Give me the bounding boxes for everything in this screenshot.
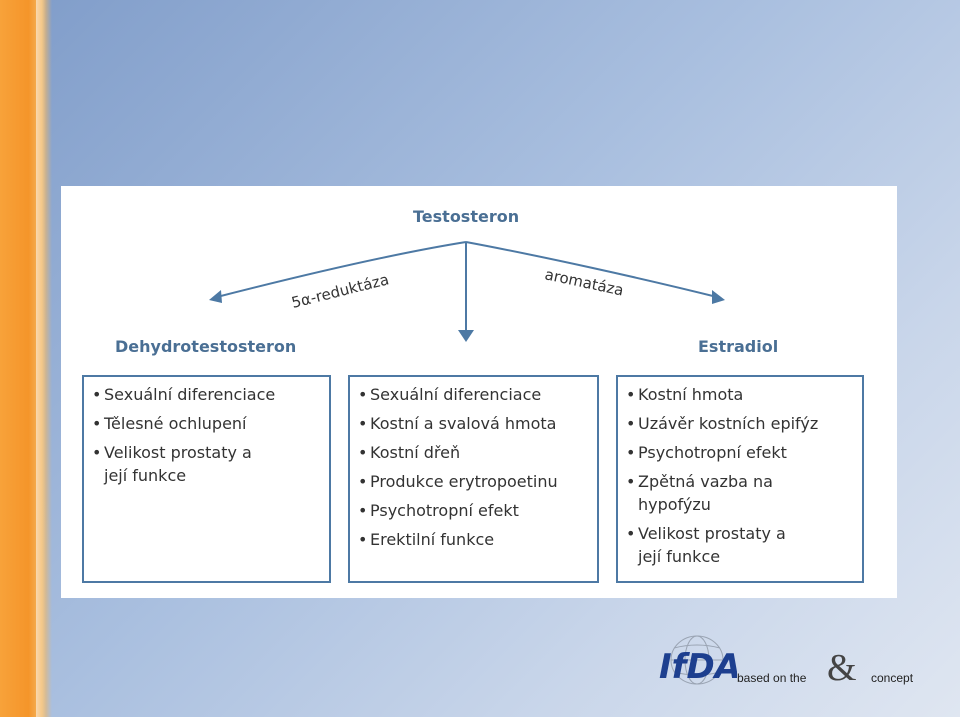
list-item: Zpětná vazba na hypofýzu — [626, 470, 778, 516]
orange-side-bar — [0, 0, 52, 717]
box-dehydrotestosteron-effects: Sexuální diferenciace Tělesné ochlupení … — [82, 375, 331, 583]
globe-logo-icon: IfDA — [659, 635, 737, 687]
list-item: Kostní a svalová hmota — [358, 412, 589, 435]
arrow-to-estradiol — [465, 241, 722, 299]
diagram-panel: 5α-reduktáza aromatáza Testosteron Dehyd… — [61, 186, 897, 598]
concept-text: concept — [871, 671, 914, 685]
logo-text: IfDA — [659, 647, 737, 687]
ampersand-logo: & — [827, 647, 857, 689]
list-item: Sexuální diferenciace — [92, 383, 321, 406]
list-item: Erektilní funkce — [358, 528, 589, 551]
list-item: Psychotropní efekt — [358, 499, 589, 522]
list-item: Velikost prostaty a její funkce — [92, 441, 274, 487]
list-item: Psychotropní efekt — [626, 441, 854, 464]
list-item: Kostní dřeň — [358, 441, 589, 464]
node-dehydrotestosteron: Dehydrotestosteron — [115, 337, 297, 356]
arrowhead-left — [209, 290, 222, 303]
box-estradiol-effects: Kostní hmota Uzávěr kostních epifýz Psyc… — [616, 375, 864, 583]
box-testosteron-effects: Sexuální diferenciace Kostní a svalová h… — [348, 375, 599, 583]
list-item: Sexuální diferenciace — [358, 383, 589, 406]
diagram-arrows: 5α-reduktáza aromatáza — [209, 241, 725, 342]
arrow-to-dehydrotestosteron — [212, 241, 467, 299]
list-item: Kostní hmota — [626, 383, 854, 406]
arrowhead-middle — [458, 330, 474, 342]
based-on-text: based on the — [737, 671, 807, 685]
arrowhead-right — [712, 290, 725, 304]
edge-label-aromatase: aromatáza — [543, 265, 625, 299]
list-item: Produkce erytropoetinu — [358, 470, 589, 493]
node-estradiol: Estradiol — [698, 337, 779, 356]
list-item: Velikost prostaty a její funkce — [626, 522, 808, 568]
list-item: Tělesné ochlupení — [92, 412, 321, 435]
node-testosteron: Testosteron — [413, 207, 520, 226]
edge-label-reductase: 5α-reduktáza — [290, 270, 391, 312]
ifda-logo: IfDA based on the & concept — [657, 632, 937, 698]
list-item: Uzávěr kostních epifýz — [626, 412, 854, 435]
